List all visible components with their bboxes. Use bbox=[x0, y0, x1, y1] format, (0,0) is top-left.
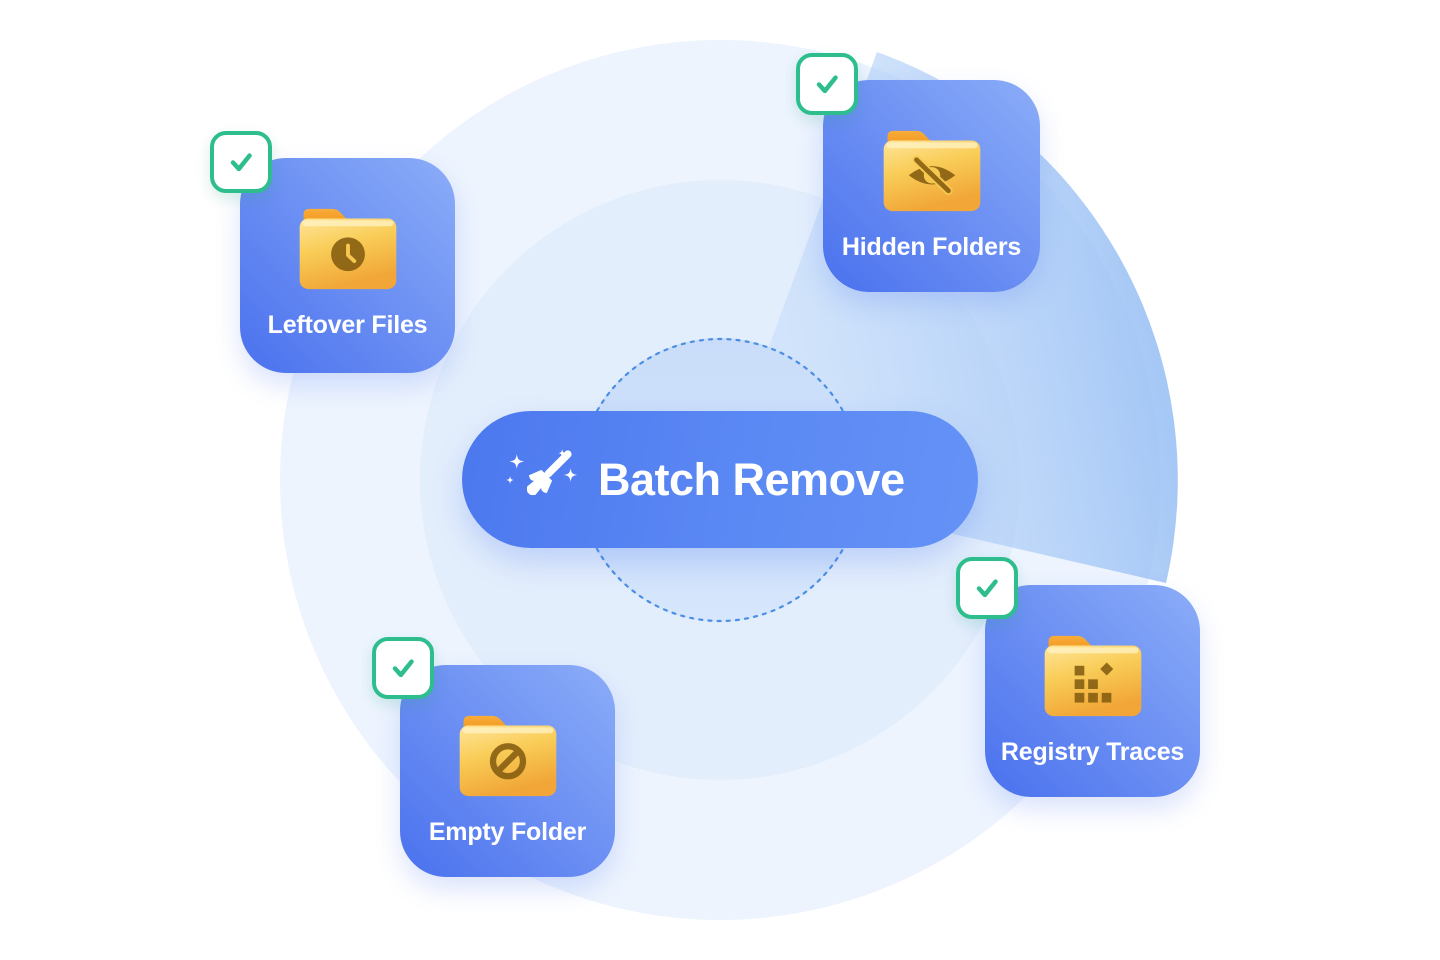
card-registry-traces[interactable]: Registry Traces bbox=[985, 585, 1200, 797]
checkbox-registry-traces[interactable] bbox=[956, 557, 1018, 619]
card-empty-folder[interactable]: Empty Folder bbox=[400, 665, 615, 877]
checkmark-icon bbox=[230, 153, 252, 172]
folder-hidden-eye-icon bbox=[883, 130, 980, 212]
card-label-empty-folder: Empty Folder bbox=[428, 818, 587, 846]
card-label-registry-traces: Registry Traces bbox=[1000, 738, 1185, 766]
checkmark-icon bbox=[816, 75, 838, 94]
card-label-leftover-files: Leftover Files bbox=[267, 311, 428, 339]
card-hidden-folders[interactable]: Hidden Folders bbox=[823, 80, 1040, 292]
checkbox-empty-folder[interactable] bbox=[372, 637, 434, 699]
checkmark-icon bbox=[976, 579, 998, 598]
batch-remove-button[interactable]: Batch Remove bbox=[462, 411, 978, 548]
batch-remove-label: Batch Remove bbox=[598, 453, 905, 505]
card-leftover-files[interactable]: Leftover Files bbox=[240, 158, 455, 373]
folder-blocked-icon bbox=[459, 715, 556, 797]
folder-clock-icon bbox=[299, 208, 396, 290]
card-label-hidden-folders: Hidden Folders bbox=[841, 233, 1022, 261]
checkmark-icon bbox=[392, 659, 414, 678]
folder-registry-icon bbox=[1044, 635, 1141, 717]
checkbox-leftover-files[interactable] bbox=[210, 131, 272, 193]
broom-sparkles-icon bbox=[506, 448, 578, 495]
checkbox-hidden-folders[interactable] bbox=[796, 53, 858, 115]
